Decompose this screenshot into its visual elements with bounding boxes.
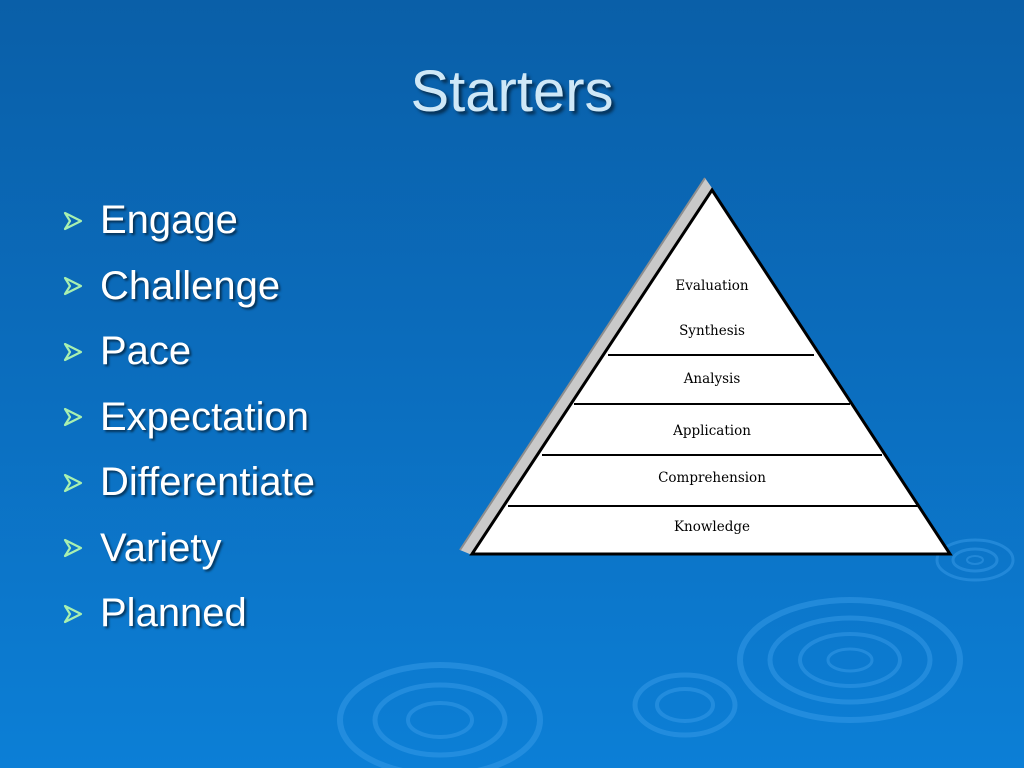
bullet-label: Differentiate [100,460,315,505]
arrow-right-icon [63,408,83,427]
pyramid-body [469,187,953,556]
bullet-label: Expectation [100,394,310,439]
list-item: Expectation [62,385,315,451]
arrow-right-icon [63,473,83,492]
list-item: Pace [62,319,315,385]
list-item: Planned [62,581,315,647]
arrow-right-icon [63,211,83,230]
bullet-label: Pace [100,329,192,374]
pyramid-shadow-edge [459,177,706,551]
arrow-right-icon [63,342,83,361]
bullet-label: Planned [100,591,247,636]
list-item: Challenge [62,254,315,320]
bullet-list: Engage Challenge Pace Expectation Differ… [62,188,315,647]
arrow-right-icon [63,604,83,623]
list-item: Variety [62,516,315,582]
pyramid-shadow [460,178,712,555]
list-item: Differentiate [62,450,315,516]
list-item: Engage [62,188,315,254]
bloom-pyramid: Evaluation Synthesis Analysis Applicatio… [459,177,953,556]
pyramid-level-comprehension: Comprehension [658,470,766,486]
pyramid-level-synthesis: Synthesis [679,323,745,339]
pyramid-level-knowledge: Knowledge [674,519,750,535]
arrow-right-icon [63,277,83,296]
bullet-label: Variety [100,525,222,570]
arrow-right-icon [63,539,83,558]
bullet-label: Engage [100,198,238,243]
pyramid-level-application: Application [672,423,751,439]
slide-title: Starters [410,59,614,124]
pyramid-level-evaluation: Evaluation [675,278,748,294]
pyramid-level-analysis: Analysis [683,371,741,387]
bullet-label: Challenge [100,263,281,308]
